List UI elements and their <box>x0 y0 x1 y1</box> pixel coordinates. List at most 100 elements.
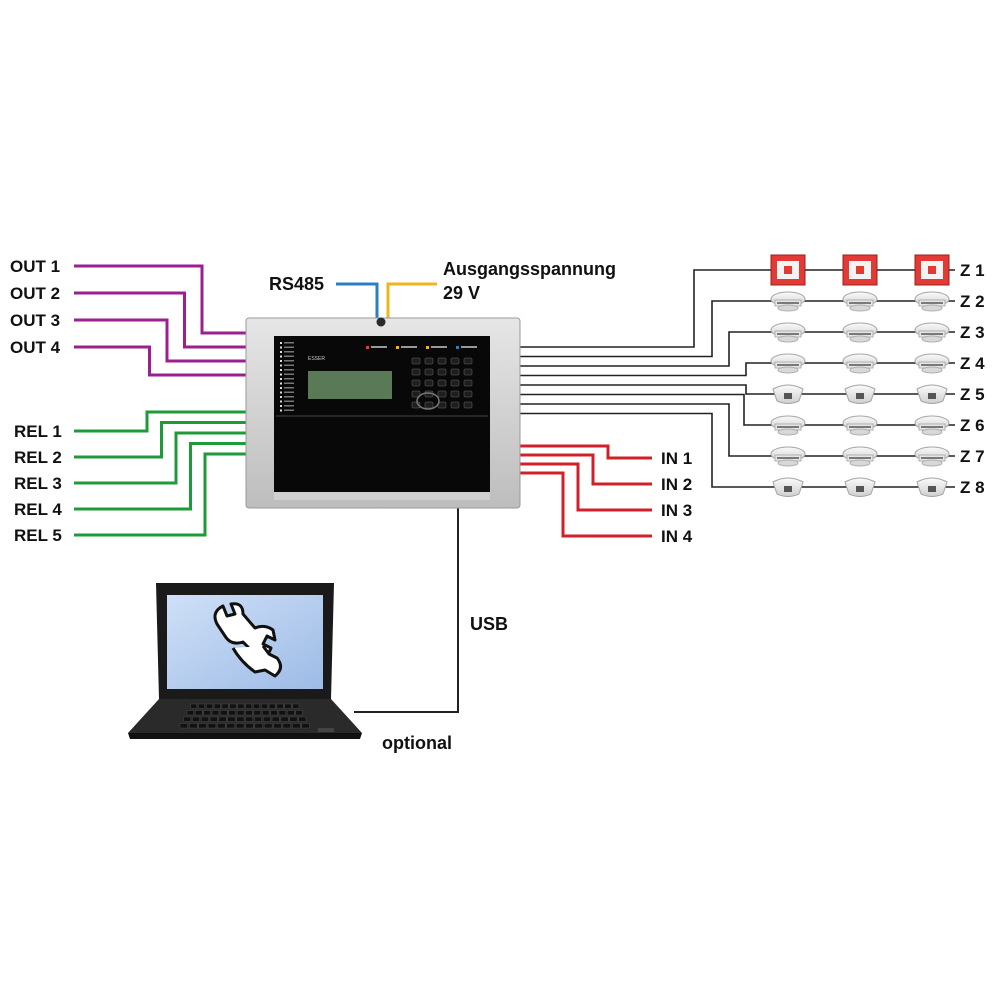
zone-wire <box>520 412 955 488</box>
laptop-key[interactable] <box>254 723 263 729</box>
laptop-key[interactable] <box>220 710 228 716</box>
laptop-key[interactable] <box>298 716 307 722</box>
supply-voltage-label: Ausgangsspannung <box>443 259 616 279</box>
laptop-key[interactable] <box>226 723 235 729</box>
laptop-key[interactable] <box>295 710 303 716</box>
supply-voltage-value: 29 V <box>443 283 480 303</box>
laptop-key[interactable] <box>287 710 295 716</box>
status-led <box>280 355 282 358</box>
laptop-key[interactable] <box>198 723 207 729</box>
led-text <box>284 387 294 389</box>
laptop-key[interactable] <box>190 703 198 709</box>
panel-key[interactable] <box>450 390 460 398</box>
laptop-key[interactable] <box>211 710 220 716</box>
led-text <box>284 351 294 353</box>
laptop-key[interactable] <box>218 716 227 722</box>
laptop-key[interactable] <box>261 703 268 709</box>
laptop-key[interactable] <box>254 716 262 722</box>
panel-key[interactable] <box>450 368 460 376</box>
led-text <box>284 405 294 407</box>
laptop-key[interactable] <box>227 716 236 722</box>
laptop-key[interactable] <box>270 710 278 716</box>
laptop-key[interactable] <box>271 716 280 722</box>
laptop-key[interactable] <box>221 703 229 709</box>
status-led <box>280 360 282 362</box>
laptop-key[interactable] <box>183 716 192 722</box>
laptop-key[interactable] <box>209 716 218 722</box>
panel-key[interactable] <box>463 368 473 376</box>
panel-key[interactable] <box>411 357 421 365</box>
laptop-key[interactable] <box>264 723 273 729</box>
laptop-key[interactable] <box>207 723 217 729</box>
laptop-key[interactable] <box>284 703 292 709</box>
laptop-key[interactable] <box>213 703 221 709</box>
panel-key[interactable] <box>411 390 421 398</box>
laptop-key[interactable] <box>203 710 211 716</box>
laptop-key[interactable] <box>201 716 209 722</box>
panel-key[interactable] <box>437 379 447 387</box>
laptop-key[interactable] <box>217 723 226 729</box>
laptop-touchpad[interactable] <box>318 728 334 732</box>
laptop-key[interactable] <box>245 723 254 729</box>
panel-key[interactable] <box>424 379 434 387</box>
laptop-key[interactable] <box>236 710 245 716</box>
laptop-key[interactable] <box>245 716 254 722</box>
laptop-key[interactable] <box>245 710 253 716</box>
laptop-key[interactable] <box>262 710 270 716</box>
panel-key[interactable] <box>450 379 460 387</box>
laptop-key[interactable] <box>237 703 245 709</box>
panel-key[interactable] <box>411 379 421 387</box>
laptop-key[interactable] <box>263 716 271 722</box>
manual-call-point <box>914 254 950 286</box>
panel-key[interactable] <box>424 357 434 365</box>
laptop-key[interactable] <box>273 723 282 729</box>
laptop-key[interactable] <box>280 716 289 722</box>
laptop-key[interactable] <box>268 703 276 709</box>
smoke-detector <box>770 415 806 436</box>
laptop-key[interactable] <box>292 703 300 709</box>
laptop-key[interactable] <box>179 723 189 729</box>
panel-key[interactable] <box>411 368 421 376</box>
panel-key[interactable] <box>424 368 434 376</box>
laptop-key[interactable] <box>253 703 260 709</box>
panel-key[interactable] <box>450 357 460 365</box>
panel-key[interactable] <box>463 390 473 398</box>
panel-key[interactable] <box>424 401 434 409</box>
manual-call-point <box>842 254 878 286</box>
laptop-key[interactable] <box>189 723 198 729</box>
panel-key[interactable] <box>463 357 473 365</box>
panel-key[interactable] <box>450 401 460 409</box>
laptop-key[interactable] <box>192 716 200 722</box>
panel-key[interactable] <box>463 401 473 409</box>
panel-key[interactable] <box>463 379 473 387</box>
laptop-key[interactable] <box>228 710 236 716</box>
output-wire <box>74 318 246 363</box>
laptop-key[interactable] <box>282 723 291 729</box>
panel-key[interactable] <box>437 390 447 398</box>
laptop-key[interactable] <box>198 703 205 709</box>
output-wire <box>74 264 246 335</box>
panel-key[interactable] <box>437 368 447 376</box>
panel-navigation-pad[interactable] <box>416 392 440 410</box>
laptop-key[interactable] <box>253 710 261 716</box>
laptop-key[interactable] <box>245 703 253 709</box>
laptop-key[interactable] <box>289 716 298 722</box>
input-wires <box>520 444 652 538</box>
smoke-detector <box>914 353 950 374</box>
laptop-key[interactable] <box>229 703 237 709</box>
laptop-key[interactable] <box>195 710 203 716</box>
laptop-key[interactable] <box>276 703 284 709</box>
status-led <box>280 342 282 344</box>
panel-key[interactable] <box>437 357 447 365</box>
laptop-key[interactable] <box>236 716 245 722</box>
laptop-key[interactable] <box>206 703 213 709</box>
smoke-detector <box>842 291 878 312</box>
led-text <box>284 373 294 375</box>
laptop-key[interactable] <box>235 723 245 729</box>
laptop-key[interactable] <box>186 710 195 716</box>
laptop-key[interactable] <box>278 710 286 716</box>
relay-wire <box>74 421 246 459</box>
laptop-key[interactable] <box>292 723 301 729</box>
laptop-key[interactable] <box>301 723 310 729</box>
